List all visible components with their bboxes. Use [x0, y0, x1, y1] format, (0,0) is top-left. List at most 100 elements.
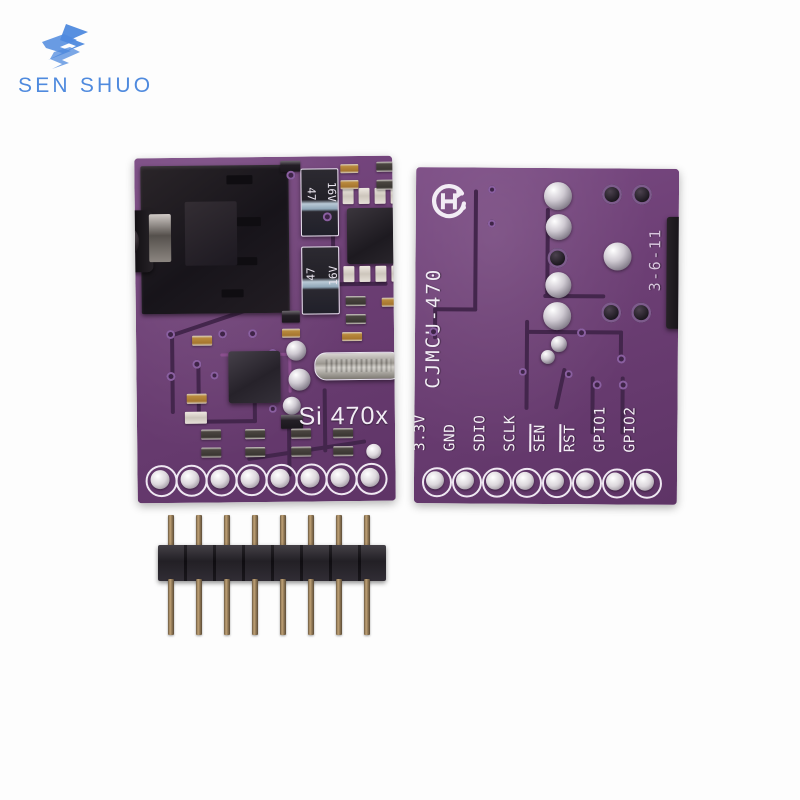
header-pin [308, 579, 314, 635]
jack-contact [148, 213, 172, 263]
smd-pad [358, 187, 370, 205]
smd-resistor [345, 295, 366, 307]
via [166, 371, 176, 382]
solder-joint [603, 242, 632, 271]
header-pad-hole [635, 472, 655, 491]
header-pin [280, 579, 286, 635]
header-pad-hole [150, 470, 170, 490]
via [286, 170, 296, 180]
capacitor-c1-voltage: 16V [325, 181, 339, 202]
smd-resistor [345, 313, 366, 325]
trace [527, 329, 624, 335]
header-pad-hole [575, 472, 595, 491]
pin-label-group: 3.3V GND SDIO SCLK SEN RST GPIO1 GPIO2 [414, 351, 668, 453]
via [192, 359, 202, 369]
solder-joint [286, 340, 307, 361]
smd-resistor [340, 164, 359, 174]
smd-pad [375, 265, 387, 282]
pin-label-sdio: SDIO [472, 414, 489, 452]
header-pin [308, 515, 314, 549]
smd-pad [342, 188, 354, 205]
pin-label-sen: SEN [529, 424, 549, 453]
mounting-pad [366, 443, 382, 459]
audio-jack-back [666, 216, 680, 330]
pin-label-gnd: GND [442, 423, 459, 452]
pcb-back-side: CJMCU-470 3-6-11 [413, 167, 680, 505]
jack-tab [226, 175, 253, 185]
smd-resistor [333, 446, 354, 457]
header-plastic-body [158, 545, 386, 581]
via [428, 327, 439, 337]
via [217, 329, 228, 339]
header-pad-hole [605, 472, 625, 491]
capacitor-c2-value: 47 [304, 267, 318, 281]
pin-label-rst: RST [559, 424, 579, 453]
header-pin [364, 579, 370, 635]
smd-resistor [291, 428, 312, 439]
smd-resistor [192, 335, 213, 346]
silkscreen-date-code: 3-6-11 [645, 228, 665, 292]
smd-resistor [333, 428, 354, 439]
smd-resistor [340, 180, 359, 190]
header-pad-hole [425, 471, 445, 490]
header-pin [252, 515, 258, 549]
jack-tab [235, 257, 258, 266]
audio-jack-front [134, 164, 290, 315]
via [247, 329, 258, 339]
capacitor-c1-value: 47 [304, 187, 318, 201]
pcb-front-side: 47 16V 47 16V [134, 155, 396, 504]
mounting-hole [601, 302, 622, 323]
capacitor-c2: 47 16V [301, 246, 341, 315]
smd-pad [390, 187, 396, 204]
header-pin [196, 515, 202, 549]
smd-resistor [376, 161, 396, 172]
brand-name: SEN SHUO [18, 74, 154, 97]
mounting-hole [601, 184, 623, 205]
smd-resistor [291, 446, 312, 457]
header-pad-hole [210, 469, 230, 489]
header-pad-row-back [421, 467, 666, 501]
via [166, 329, 176, 340]
header-pin [224, 579, 230, 635]
smd-pad [374, 187, 386, 204]
capacitor-c2-voltage: 16V [326, 265, 341, 286]
brand-logo: SEN SHUO [18, 22, 188, 100]
smd-resistor [186, 393, 207, 404]
si470x-qfn-chip [228, 350, 281, 404]
header-pad-hole [180, 469, 200, 489]
smd-resistor [245, 429, 266, 440]
header-pad-hole [300, 468, 320, 488]
via [487, 219, 496, 228]
mounting-hole [631, 184, 653, 205]
header-pin [252, 579, 258, 635]
header-pin [364, 515, 370, 549]
via [487, 185, 497, 194]
trace [473, 189, 479, 312]
solder-joint [288, 368, 311, 391]
smd-resistor [381, 297, 396, 307]
jack-body-boss [184, 201, 238, 266]
header-pin [280, 515, 286, 549]
solder-joint [543, 301, 572, 331]
h-recycle-circle-logo-icon [430, 181, 470, 221]
silkscreen-refdes-group [199, 428, 359, 460]
silkscreen-part-marking: Si 470x [298, 401, 390, 431]
header-pin [336, 579, 342, 635]
smd-component [281, 310, 300, 323]
header-pin [168, 515, 174, 549]
via [322, 212, 332, 222]
smd-resistor [201, 429, 222, 440]
smd-capacitor [184, 411, 207, 424]
capacitor-c1: 47 16V [300, 168, 340, 237]
pin-label-3v3: 3.3V [413, 414, 429, 452]
smd-resistor [201, 447, 222, 458]
header-pin [196, 579, 202, 635]
sen-shuo-lightning-s-logo-icon [36, 22, 92, 70]
via [210, 371, 219, 380]
pin-label-gpio1: GPIO1 [592, 406, 609, 453]
header-pin [336, 515, 342, 549]
jack-tab [236, 217, 261, 227]
header-pad-hole [240, 469, 260, 489]
solder-joint [543, 181, 573, 211]
